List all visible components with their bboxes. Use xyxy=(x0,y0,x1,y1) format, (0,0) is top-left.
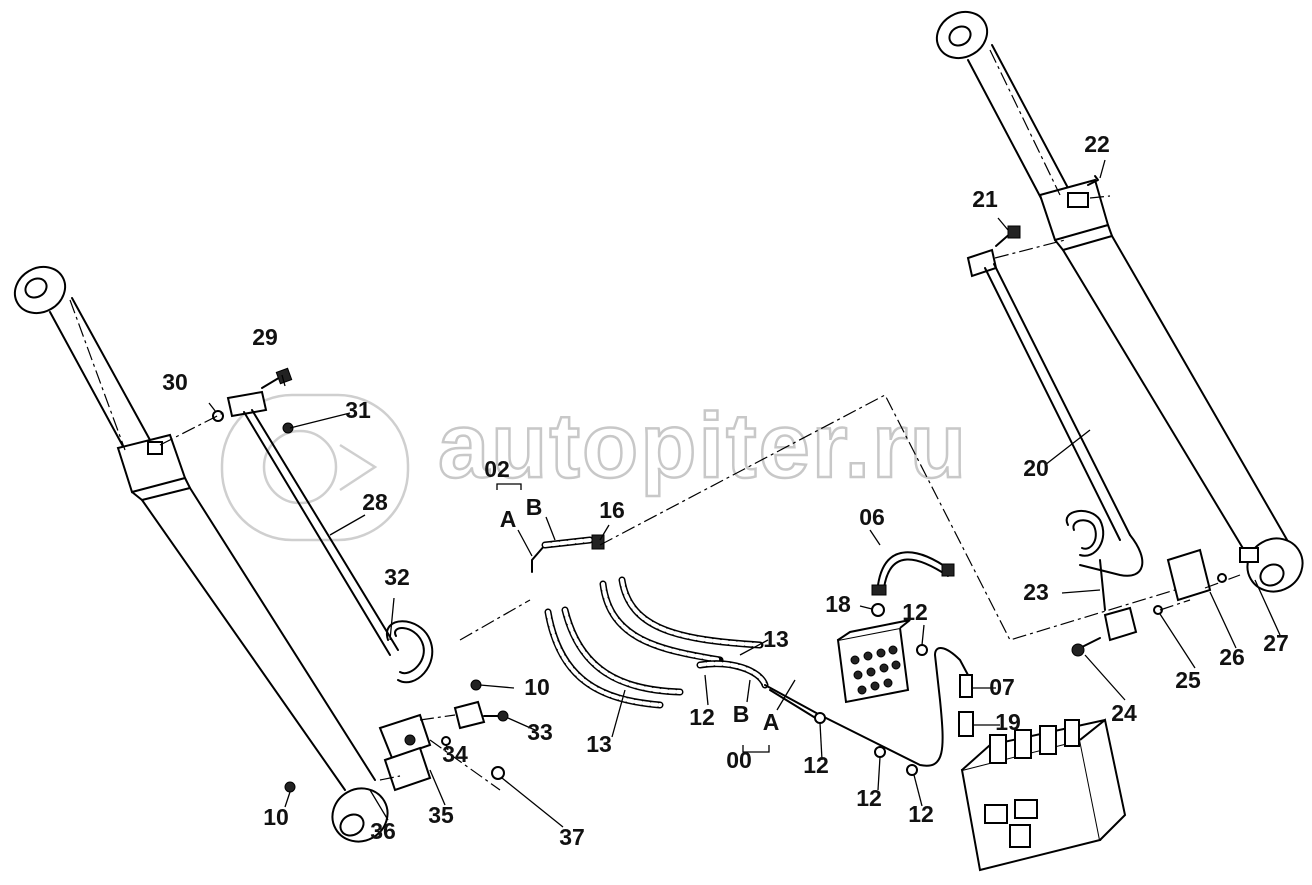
watermark-text: autopiter.ru xyxy=(438,395,968,497)
callout-02: 02 xyxy=(484,456,510,482)
callout-21: 21 xyxy=(972,186,998,212)
pilot-valve-block xyxy=(836,619,911,704)
center-lines xyxy=(69,49,1241,791)
callout-24: 24 xyxy=(1111,700,1137,726)
callout-16: 16 xyxy=(599,497,625,523)
center-hoses xyxy=(531,534,974,776)
callout-22: 22 xyxy=(1084,131,1110,157)
callout-00: 00 xyxy=(726,747,752,773)
callout-28: 28 xyxy=(362,489,388,515)
callout-20: 20 xyxy=(1023,455,1049,481)
callout-A1: A xyxy=(500,506,517,532)
callout-13b: 13 xyxy=(586,731,612,757)
callout-12b: 12 xyxy=(689,704,715,730)
callout-31: 31 xyxy=(345,397,371,423)
right-cylinder xyxy=(935,10,1304,593)
callout-26: 26 xyxy=(1219,644,1245,670)
left-cylinder xyxy=(13,265,389,843)
callout-27: 27 xyxy=(1263,630,1289,656)
control-valve xyxy=(960,718,1127,872)
callout-34: 34 xyxy=(442,741,468,767)
watermark: autopiter.ru xyxy=(220,393,968,542)
callout-23: 23 xyxy=(1023,579,1049,605)
callout-B2: B xyxy=(733,701,750,727)
callout-37: 37 xyxy=(559,824,585,850)
watermark-logo-icon xyxy=(220,393,410,542)
callout-06: 06 xyxy=(859,504,885,530)
callout-33: 33 xyxy=(527,719,553,745)
callout-29: 29 xyxy=(252,324,278,350)
callout-18: 18 xyxy=(825,591,851,617)
callout-10b: 10 xyxy=(263,804,289,830)
callout-19: 19 xyxy=(995,709,1021,735)
callout-35: 35 xyxy=(428,802,454,828)
callout-B1: B xyxy=(526,494,543,520)
callout-12e: 12 xyxy=(908,801,934,827)
leader-lines xyxy=(208,159,1281,828)
callout-12d: 12 xyxy=(856,785,882,811)
callout-30: 30 xyxy=(162,369,188,395)
left-pipe-assembly xyxy=(212,367,509,793)
callout-25: 25 xyxy=(1175,667,1201,693)
callout-12a: 12 xyxy=(902,599,928,625)
callout-36: 36 xyxy=(370,818,396,844)
right-pipe-assembly xyxy=(966,175,1227,657)
callout-07: 07 xyxy=(989,674,1015,700)
callout-12c: 12 xyxy=(803,752,829,778)
callout-13a: 13 xyxy=(763,626,789,652)
callout-A2: A xyxy=(763,709,780,735)
callout-10a: 10 xyxy=(524,674,550,700)
callout-32: 32 xyxy=(384,564,410,590)
